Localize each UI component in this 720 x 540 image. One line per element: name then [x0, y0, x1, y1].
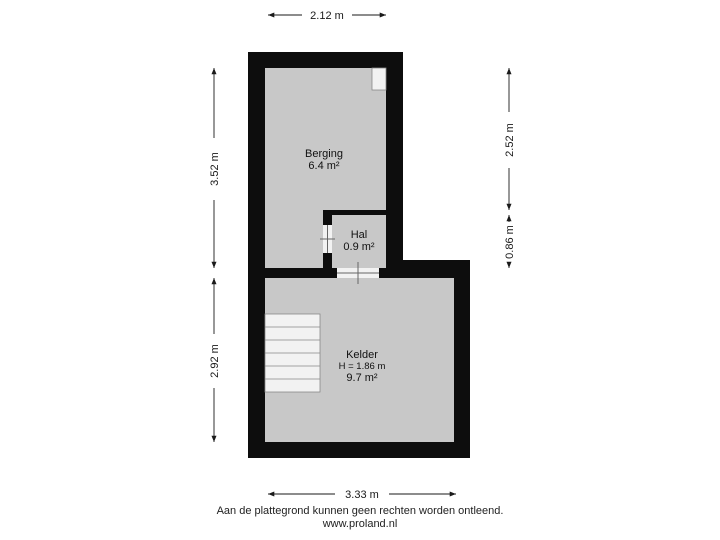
room-hal-label: Hal 0.9 m² — [343, 229, 375, 253]
room-hal-name: Hal — [351, 229, 368, 241]
dimension-bottom-label: 3.33 m — [345, 489, 379, 501]
dimension-right-upper-label: 2.52 m — [504, 123, 516, 157]
dimension-bottom: 3.33 m — [268, 489, 456, 501]
room-berging-area: 6.4 m² — [308, 160, 340, 172]
dimension-top-label: 2.12 m — [310, 10, 344, 22]
dimension-right-lower-label: 0.86 m — [504, 225, 516, 259]
room-kelder-height: H = 1.86 m — [339, 361, 386, 372]
dimension-left-upper: 3.52 m — [209, 68, 221, 268]
room-kelder-label: Kelder H = 1.86 m 9.7 m² — [339, 349, 386, 384]
door-hal-kelder — [337, 262, 379, 284]
partition-berging-hal-horizontal — [323, 210, 386, 215]
dimension-right-lower: 0.86 m — [504, 215, 516, 268]
door-berging-hal — [320, 225, 335, 253]
room-hal-area: 0.9 m² — [343, 241, 375, 253]
corner-fixture — [371, 67, 387, 91]
floor-hal — [332, 215, 386, 268]
room-berging-name: Berging — [305, 148, 343, 160]
staircase — [264, 313, 321, 393]
dimension-left-upper-label: 3.52 m — [209, 152, 221, 186]
room-kelder-area: 9.7 m² — [346, 372, 378, 384]
dimension-right-upper: 2.52 m — [504, 68, 516, 210]
website-link[interactable]: www.proland.nl — [322, 518, 398, 530]
dimension-top: 2.12 m — [268, 10, 386, 22]
disclaimer-text: Aan de plattegrond kunnen geen rechten w… — [216, 505, 504, 517]
room-berging-label: Berging 6.4 m² — [305, 148, 343, 172]
dimension-left-lower-label: 2.92 m — [209, 344, 221, 378]
room-kelder-name: Kelder — [346, 349, 378, 361]
dimension-left-lower: 2.92 m — [209, 278, 221, 442]
